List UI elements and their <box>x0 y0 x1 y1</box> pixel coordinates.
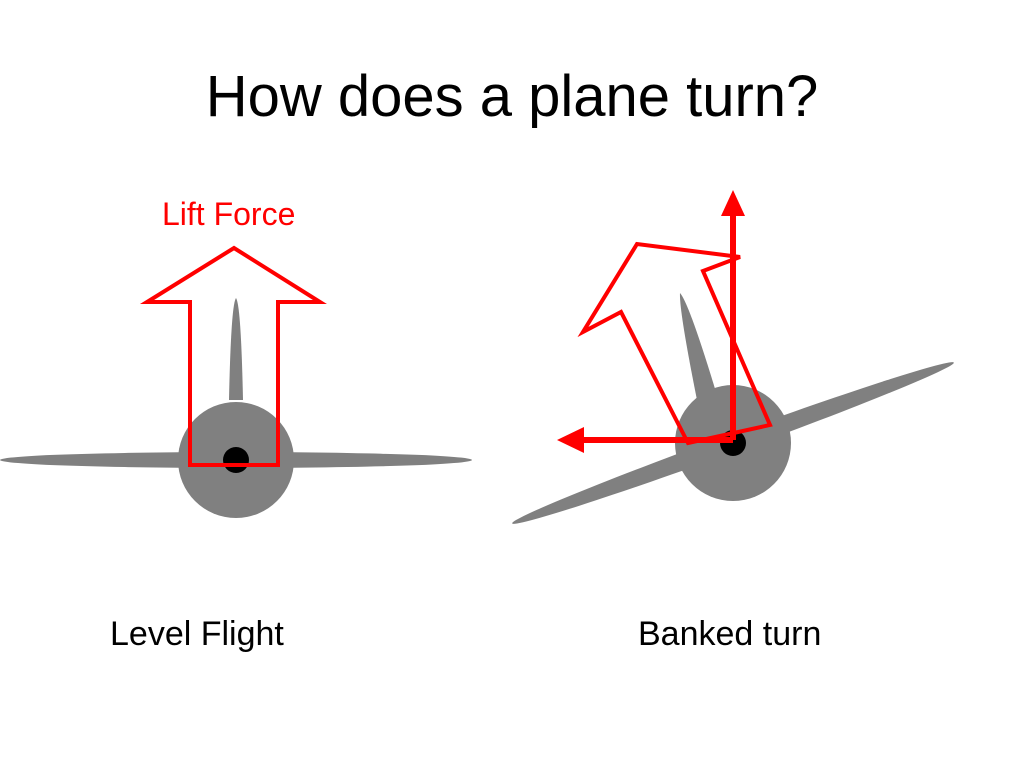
vertical-lift-component-arrowhead <box>721 190 745 216</box>
level-plane-tail-fin <box>229 298 243 400</box>
slide-title: How does a plane turn? <box>205 64 819 129</box>
lift-force-label: Lift Force <box>162 196 296 232</box>
banked-turn-caption: Banked turn <box>638 615 822 653</box>
banked-lift-arrow <box>577 241 773 446</box>
level-plane-icon <box>0 298 472 518</box>
level-plane-hub <box>223 447 249 473</box>
level-flight-caption: Level Flight <box>110 615 284 653</box>
horizontal-lift-component-arrowhead <box>557 427 584 453</box>
level-lift-arrow <box>139 245 327 467</box>
banked-plane-tail-fin <box>679 293 716 400</box>
